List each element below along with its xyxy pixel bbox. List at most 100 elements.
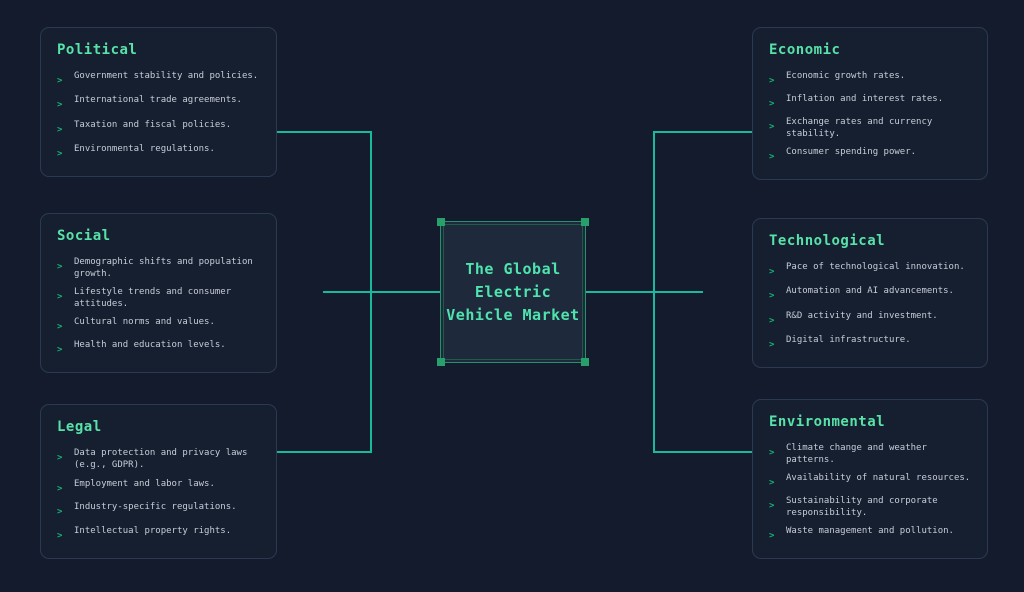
- list-item: > Automation and AI advancements.: [769, 285, 971, 302]
- list-item-text: International trade agreements.: [74, 95, 242, 106]
- list-item: > R&D activity and investment.: [769, 310, 971, 327]
- list-item: > Availability of natural resources.: [769, 472, 971, 489]
- list-item: > Inflation and interest rates.: [769, 93, 971, 110]
- node-political-title: Political: [57, 42, 138, 58]
- chevron-bullet-icon: >: [57, 345, 63, 355]
- center-title-line: Vehicle Market: [446, 305, 580, 324]
- list-item: > Climate change and weather patterns.: [769, 442, 971, 466]
- center-node[interactable]: The Global Electric Vehicle Market: [437, 218, 589, 366]
- list-item-text: Availability of natural resources.: [786, 473, 971, 483]
- chevron-bullet-icon: >: [769, 267, 775, 277]
- connector-economic: [653, 131, 752, 133]
- node-economic[interactable]: Economic > Economic growth rates. > Infl…: [752, 27, 988, 180]
- chevron-bullet-icon: >: [769, 122, 775, 132]
- list-item: > Demographic shifts and population grow…: [57, 256, 260, 280]
- chevron-bullet-icon: >: [769, 339, 775, 350]
- list-item-text: Cultural norms and values.: [74, 317, 215, 327]
- selection-handle-bottom-right[interactable]: [581, 358, 589, 366]
- connector-social-center: [323, 291, 440, 293]
- node-legal-items: > Data protection and privacy laws (e.g.…: [57, 443, 260, 542]
- node-social[interactable]: Social > Demographic shifts and populati…: [40, 213, 277, 373]
- chevron-bullet-icon: >: [57, 100, 63, 111]
- list-item-text: Waste management and pollution.: [786, 526, 954, 536]
- chevron-bullet-icon: >: [57, 322, 63, 332]
- center-node-title: The Global Electric Vehicle Market: [441, 222, 585, 362]
- chevron-bullet-icon: >: [57, 292, 63, 302]
- chevron-bullet-icon: >: [769, 501, 775, 511]
- list-item-text: Digital infrastructure.: [786, 334, 911, 345]
- node-political[interactable]: Political > Government stability and pol…: [40, 27, 277, 177]
- list-item: > Environmental regulations.: [57, 143, 260, 160]
- selection-handle-top-right[interactable]: [581, 218, 589, 226]
- list-item: > Health and education levels.: [57, 339, 260, 356]
- node-legal-title: Legal: [57, 419, 102, 435]
- chevron-bullet-icon: >: [57, 262, 63, 272]
- list-item: > Industry-specific regulations.: [57, 501, 260, 518]
- selection-handle-bottom-left[interactable]: [437, 358, 445, 366]
- list-item-text: Intellectual property rights.: [74, 525, 232, 536]
- list-item: > Pace of technological innovation.: [769, 261, 971, 278]
- chevron-bullet-icon: >: [57, 530, 63, 541]
- node-technological-title: Technological: [769, 233, 886, 249]
- node-social-items: > Demographic shifts and population grow…: [57, 252, 260, 356]
- node-technological[interactable]: Technological > Pace of technological in…: [752, 218, 988, 368]
- list-item: > Economic growth rates.: [769, 70, 971, 87]
- chevron-bullet-icon: >: [57, 453, 63, 463]
- list-item-text: Sustainability and corporate responsibil…: [786, 496, 938, 518]
- node-environmental-title: Environmental: [769, 414, 886, 430]
- chevron-bullet-icon: >: [769, 315, 775, 326]
- list-item: > Cultural norms and values.: [57, 316, 260, 333]
- connector-center-technological: [586, 291, 703, 293]
- node-environmental[interactable]: Environmental > Climate change and weath…: [752, 399, 988, 559]
- list-item-text: Government stability and policies.: [74, 71, 259, 81]
- list-item: > Employment and labor laws.: [57, 478, 260, 495]
- selection-handle-top-left[interactable]: [437, 218, 445, 226]
- node-political-items: > Government stability and policies. > I…: [57, 66, 260, 160]
- list-item-text: Inflation and interest rates.: [786, 94, 944, 104]
- list-item: > Intellectual property rights.: [57, 525, 260, 542]
- list-item-text: Consumer spending power.: [786, 147, 917, 157]
- list-item: > Lifestyle trends and consumer attitude…: [57, 286, 260, 310]
- chevron-bullet-icon: >: [769, 76, 775, 86]
- center-title-line: Electric: [474, 282, 552, 301]
- list-item-text: Automation and AI advancements.: [786, 286, 954, 297]
- node-technological-items: > Pace of technological innovation. > Au…: [769, 257, 971, 351]
- list-item: > Taxation and fiscal policies.: [57, 119, 260, 136]
- list-item: > Digital infrastructure.: [769, 334, 971, 351]
- chevron-bullet-icon: >: [57, 124, 63, 135]
- list-item-text: Health and education levels.: [74, 340, 226, 350]
- connector-political: [277, 131, 372, 133]
- connector-legal: [277, 451, 372, 453]
- chevron-bullet-icon: >: [769, 99, 775, 109]
- list-item: > Data protection and privacy laws (e.g.…: [57, 447, 260, 471]
- list-item-text: Taxation and fiscal policies.: [74, 119, 232, 130]
- list-item-text: Industry-specific regulations.: [74, 502, 237, 513]
- node-economic-items: > Economic growth rates. > Inflation and…: [769, 66, 971, 163]
- node-social-title: Social: [57, 228, 111, 244]
- node-environmental-items: > Climate change and weather patterns. >…: [769, 438, 971, 542]
- list-item: > Waste management and pollution.: [769, 525, 971, 542]
- list-item: > Government stability and policies.: [57, 70, 260, 87]
- chevron-bullet-icon: >: [57, 483, 63, 494]
- chevron-bullet-icon: >: [57, 76, 63, 86]
- list-item-text: Climate change and weather patterns.: [786, 443, 927, 465]
- chevron-bullet-icon: >: [769, 291, 775, 302]
- list-item-text: Demographic shifts and population growth…: [74, 257, 253, 279]
- chevron-bullet-icon: >: [769, 152, 775, 162]
- list-item: > Sustainability and corporate responsib…: [769, 495, 971, 519]
- list-item: > International trade agreements.: [57, 94, 260, 111]
- chevron-bullet-icon: >: [769, 478, 775, 488]
- list-item: > Exchange rates and currency stability.: [769, 116, 971, 140]
- list-item-text: Employment and labor laws.: [74, 478, 215, 489]
- chevron-bullet-icon: >: [769, 531, 775, 541]
- node-economic-title: Economic: [769, 42, 841, 58]
- node-legal[interactable]: Legal > Data protection and privacy laws…: [40, 404, 277, 559]
- connector-environmental: [653, 451, 752, 453]
- list-item-text: Pace of technological innovation.: [786, 262, 965, 272]
- center-title-line: The Global: [465, 259, 561, 278]
- list-item: > Consumer spending power.: [769, 146, 971, 163]
- chevron-bullet-icon: >: [57, 148, 63, 159]
- list-item-text: Economic growth rates.: [786, 71, 906, 81]
- list-item-text: Data protection and privacy laws (e.g., …: [74, 448, 248, 470]
